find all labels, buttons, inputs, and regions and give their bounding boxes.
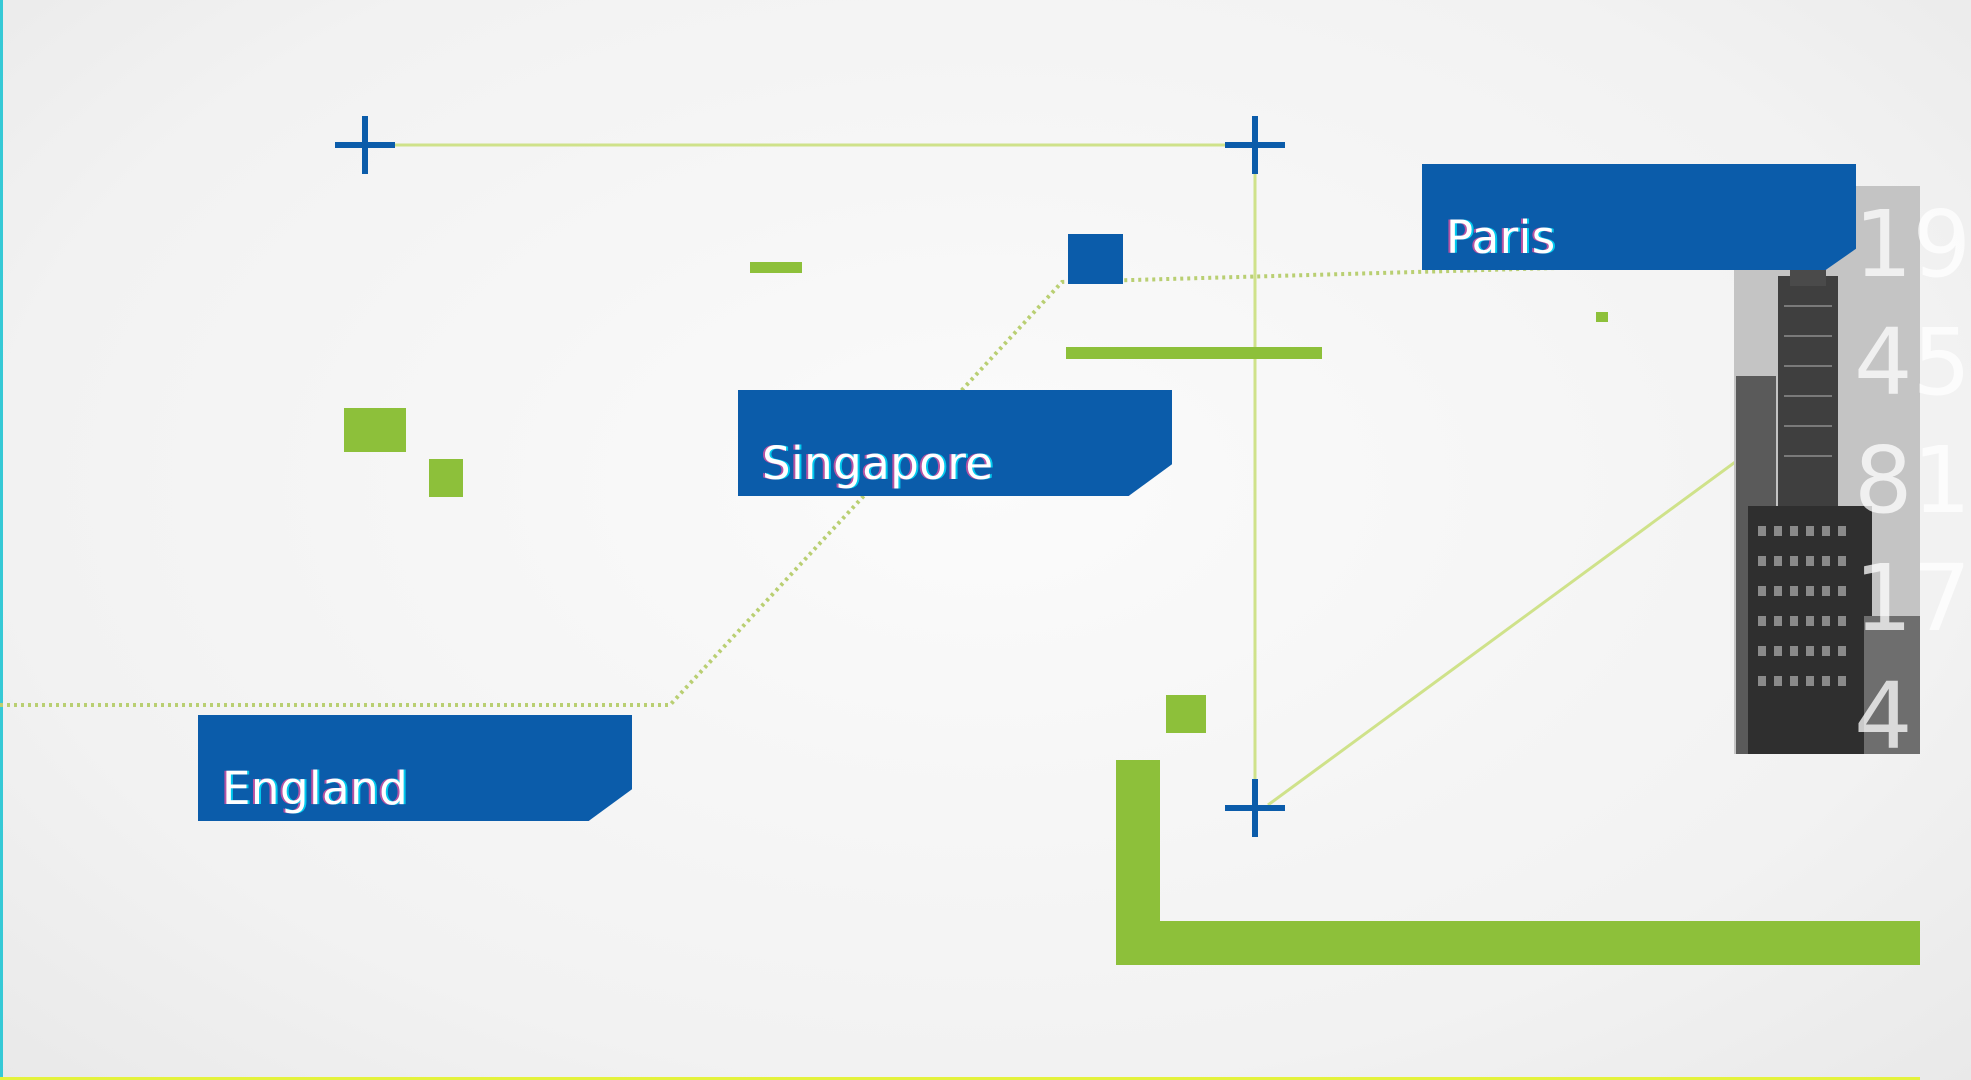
photo-digit-column: 19 45 81 17 4	[1854, 186, 1971, 776]
label-singapore-text: Singapore	[762, 437, 994, 490]
accent-square	[1166, 695, 1206, 733]
infographic-stage: 19 45 81 17 4 Singapore England Paris	[0, 0, 1920, 1080]
accent-dash	[750, 262, 802, 273]
glitch-edge-bottom	[0, 1077, 1920, 1080]
node-square-icon	[1068, 234, 1123, 284]
photo-digit: 17	[1854, 545, 1971, 652]
crosshair-icon	[335, 116, 395, 174]
label-england: England	[198, 715, 632, 821]
accent-square	[429, 459, 463, 497]
photo-digit: 19	[1854, 191, 1971, 298]
glitch-edge-left	[0, 0, 3, 1080]
frame-horizontal	[1116, 921, 1920, 965]
crosshair-icon	[1225, 116, 1285, 174]
label-paris-text: Paris	[1446, 211, 1556, 264]
city-photo: 19 45 81 17 4	[1734, 186, 1971, 770]
label-singapore: Singapore	[738, 390, 1172, 496]
label-paris: Paris	[1422, 164, 1856, 270]
accent-square	[344, 408, 406, 452]
photo-digit: 4	[1854, 663, 1913, 770]
decor-layer	[0, 116, 1920, 965]
photo-digit: 81	[1854, 427, 1971, 534]
crosshair-icon	[1225, 779, 1285, 837]
label-england-text: England	[222, 762, 409, 815]
photo-digit: 45	[1854, 309, 1971, 416]
accent-bar	[1066, 347, 1322, 359]
accent-dot	[1596, 312, 1608, 322]
